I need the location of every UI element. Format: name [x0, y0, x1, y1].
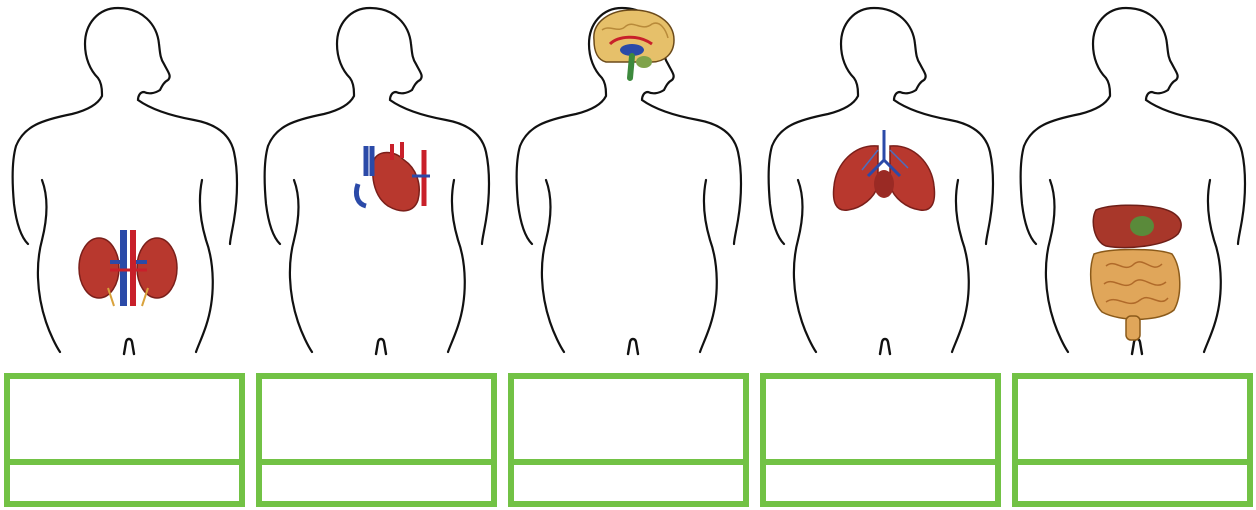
box-divider [262, 459, 491, 465]
body-outline [758, 0, 1010, 372]
answer-field-bottom[interactable] [520, 471, 737, 501]
answer-field-top[interactable] [772, 387, 989, 451]
body-outline [254, 0, 506, 372]
box-divider [514, 459, 743, 465]
body-outline [506, 0, 758, 372]
figure-panel-heart [254, 0, 506, 510]
answer-field-top[interactable] [268, 387, 485, 451]
box-divider [766, 459, 995, 465]
figure-panel-lungs [758, 0, 1010, 510]
body-outline [1010, 0, 1256, 372]
answer-field-top[interactable] [1024, 387, 1241, 451]
answer-field-bottom[interactable] [1024, 471, 1241, 501]
answer-field-top[interactable] [520, 387, 737, 451]
figure-panel-digestive [1010, 0, 1256, 510]
answer-box-4[interactable] [760, 373, 1001, 507]
lungs-icon [834, 130, 935, 210]
answer-field-top[interactable] [16, 387, 233, 451]
brain-icon [594, 10, 674, 78]
answer-box-1[interactable] [4, 373, 245, 507]
body-outline [2, 0, 254, 372]
kidneys-icon [79, 230, 177, 306]
answer-box-5[interactable] [1012, 373, 1253, 507]
answer-field-bottom[interactable] [772, 471, 989, 501]
answer-field-bottom[interactable] [268, 471, 485, 501]
answer-box-3[interactable] [508, 373, 749, 507]
box-divider [10, 459, 239, 465]
heart-icon [356, 142, 430, 211]
answer-box-2[interactable] [256, 373, 497, 507]
figure-panel-brain [506, 0, 758, 510]
answer-field-bottom[interactable] [16, 471, 233, 501]
digestive-system-icon [1091, 205, 1181, 340]
box-divider [1018, 459, 1247, 465]
figure-panel-kidneys [2, 0, 254, 510]
